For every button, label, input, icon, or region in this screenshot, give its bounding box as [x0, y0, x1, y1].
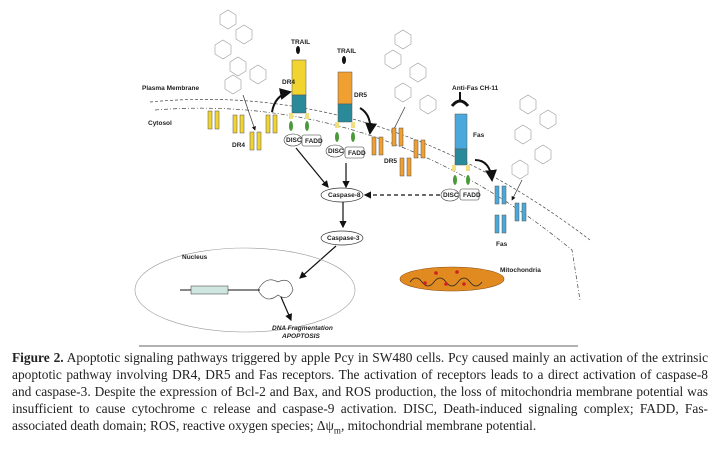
caspase3-label: Caspase-3: [327, 235, 360, 242]
fas-receptor-icon: [452, 113, 470, 185]
figure-label: Figure 2.: [12, 350, 64, 365]
delta-psi-subscript: m: [333, 425, 341, 436]
delta-psi-symbol: Δψ: [316, 418, 334, 433]
trail-label: TRAIL: [337, 48, 356, 55]
disc-label: DISC: [286, 137, 302, 144]
antibody-icon: [450, 99, 470, 107]
trail-ligand-icon: [296, 46, 300, 54]
fragmented-dna-icon: [257, 279, 294, 300]
dna-fragmentation-label: DNA Fragmentation: [272, 325, 333, 332]
disc-label: DISC: [443, 192, 459, 199]
dr5-cluster-icon: [371, 127, 426, 177]
fadd-label: FADD: [305, 138, 323, 145]
dr4-receptor-label: DR4: [282, 79, 295, 86]
anti-fas-label: Anti-Fas CH-11: [452, 85, 499, 92]
mitochondria-icon: [399, 266, 505, 292]
figure-caption: Figure 2. Apoptotic signaling pathways t…: [12, 349, 708, 440]
caspase8-node: [320, 187, 364, 203]
fas-cluster-label: Fas: [496, 241, 508, 248]
caption-text: Apoptotic signaling pathways triggered b…: [12, 350, 709, 433]
dr4-receptor-icon: [289, 59, 309, 131]
fadd-node: [301, 134, 322, 147]
dr5-receptor-icon: [335, 71, 355, 142]
caspase3-node: [320, 230, 364, 246]
dr4-cluster-label: DR4: [232, 142, 245, 149]
plasma-membrane-label: Plasma Membrane: [142, 85, 199, 92]
trail-ligand-icon: [342, 56, 346, 64]
fadd-label: FADD: [348, 150, 366, 157]
apoptosis-pathway-diagram: Plasma Membrane Cytosol TRAIL DR4 TRAIL …: [134, 9, 591, 347]
disc-label: DISC: [328, 148, 344, 155]
cytosol-label: Cytosol: [148, 120, 172, 127]
fadd-label: FADD: [463, 192, 481, 199]
nucleus-outline: [134, 247, 356, 333]
dr5-receptor-label: DR5: [354, 92, 367, 99]
disc-node: [325, 144, 345, 158]
trail-label: TRAIL: [291, 39, 310, 46]
dr5-cluster-label: DR5: [384, 158, 397, 165]
nucleus-label: Nucleus: [182, 254, 208, 261]
fas-receptor-label: Fas: [473, 132, 485, 139]
disc-node: [440, 188, 460, 202]
fas-cluster-icon: [494, 185, 527, 234]
caspase8-label: Caspase-8: [328, 192, 361, 199]
caption-text-end: , mitochondrial membrane potential.: [340, 418, 537, 433]
mitochondria-label: Mitochondria: [500, 267, 541, 274]
procyanidin-structure-icon: [214, 9, 557, 180]
plasma-membrane-inner: [154, 107, 581, 301]
dr4-cluster-icon: [207, 110, 278, 151]
fadd-node: [344, 146, 365, 159]
fadd-node: [459, 188, 480, 201]
apoptosis-label: APOPTOSIS: [281, 333, 320, 340]
gene-icon: [190, 285, 229, 295]
